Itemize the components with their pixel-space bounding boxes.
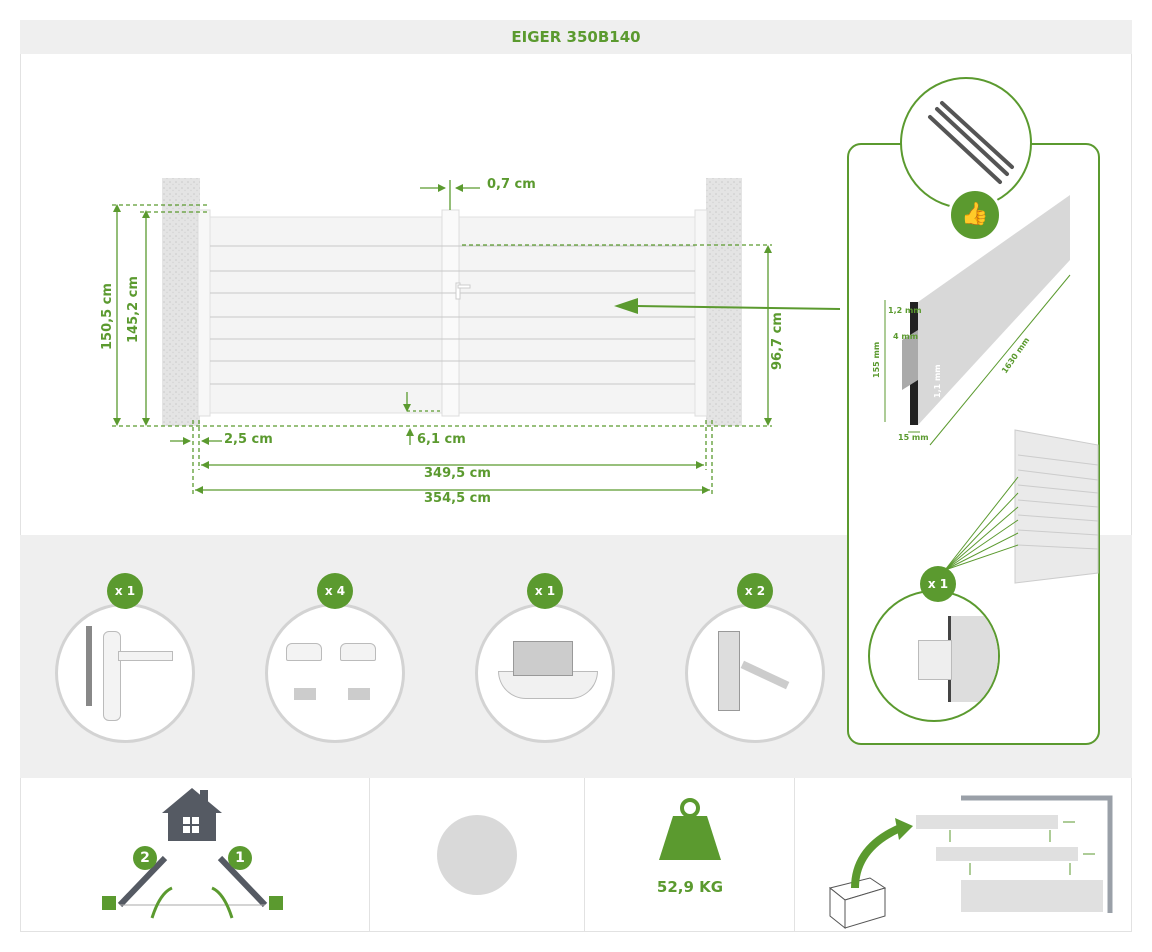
gate-width-label: 349,5 cm	[424, 466, 491, 481]
right-leaf-order-badge: 1	[228, 846, 252, 870]
color-swatch	[437, 815, 517, 895]
weight-cell	[585, 778, 795, 932]
accessory-handle-lock	[55, 603, 195, 743]
panel-qty-badge: x 1	[920, 566, 956, 602]
accessory-gate-stops	[265, 603, 405, 743]
opening-cell	[20, 778, 370, 932]
right-pillar	[706, 178, 742, 426]
rods-image	[928, 101, 1014, 184]
left-pillar	[162, 178, 200, 426]
handle	[455, 282, 461, 300]
panel-profile-image	[884, 195, 1071, 446]
profile-depth-label: 15 mm	[898, 433, 929, 442]
gate-diagram	[112, 178, 840, 495]
weight-icon	[659, 798, 721, 860]
total-height-label: 150,5 cm	[100, 283, 115, 350]
thumbs-up-icon: 👍	[948, 188, 1002, 242]
total-width-label: 354,5 cm	[424, 491, 491, 506]
accessory-latch	[685, 603, 825, 743]
profile-height-label: 155 mm	[872, 341, 881, 378]
product-title: EIGER 350B140	[20, 20, 1132, 54]
profile-groove-label: 4 mm	[893, 332, 919, 341]
packaging-diagram	[828, 795, 1113, 930]
left-leaf	[209, 216, 443, 414]
ground-gap-label: 6,1 cm	[417, 432, 466, 447]
qty-badge: x 1	[107, 573, 143, 609]
right-leaf	[458, 216, 696, 414]
qty-badge: x 2	[737, 573, 773, 609]
panel-pointer-arrow	[614, 298, 638, 314]
color-cell	[370, 778, 585, 932]
opening-direction-diagram	[102, 788, 283, 919]
profile-wall-label: 1,2 mm	[888, 306, 922, 315]
stile-gap-label: 0,7 cm	[487, 177, 536, 192]
panel-height-label: 96,7 cm	[770, 312, 785, 370]
house-icon	[162, 788, 222, 841]
rods-circle	[900, 77, 1032, 209]
left-leaf-order-badge: 2	[133, 846, 157, 870]
profile-inner-wall-label: 1,1 mm	[933, 364, 942, 398]
qty-badge: x 4	[317, 573, 353, 609]
side-gap-label: 2,5 cm	[224, 432, 273, 447]
panel-stack-image	[944, 429, 1099, 584]
weight-label: 52,9 KG	[656, 878, 724, 896]
qty-badge: x 1	[527, 573, 563, 609]
accessory-hinge-bracket	[475, 603, 615, 743]
gate-height-label: 145,2 cm	[126, 276, 141, 343]
packaging-cell	[795, 778, 1132, 932]
panel-end-circle	[868, 590, 1000, 722]
